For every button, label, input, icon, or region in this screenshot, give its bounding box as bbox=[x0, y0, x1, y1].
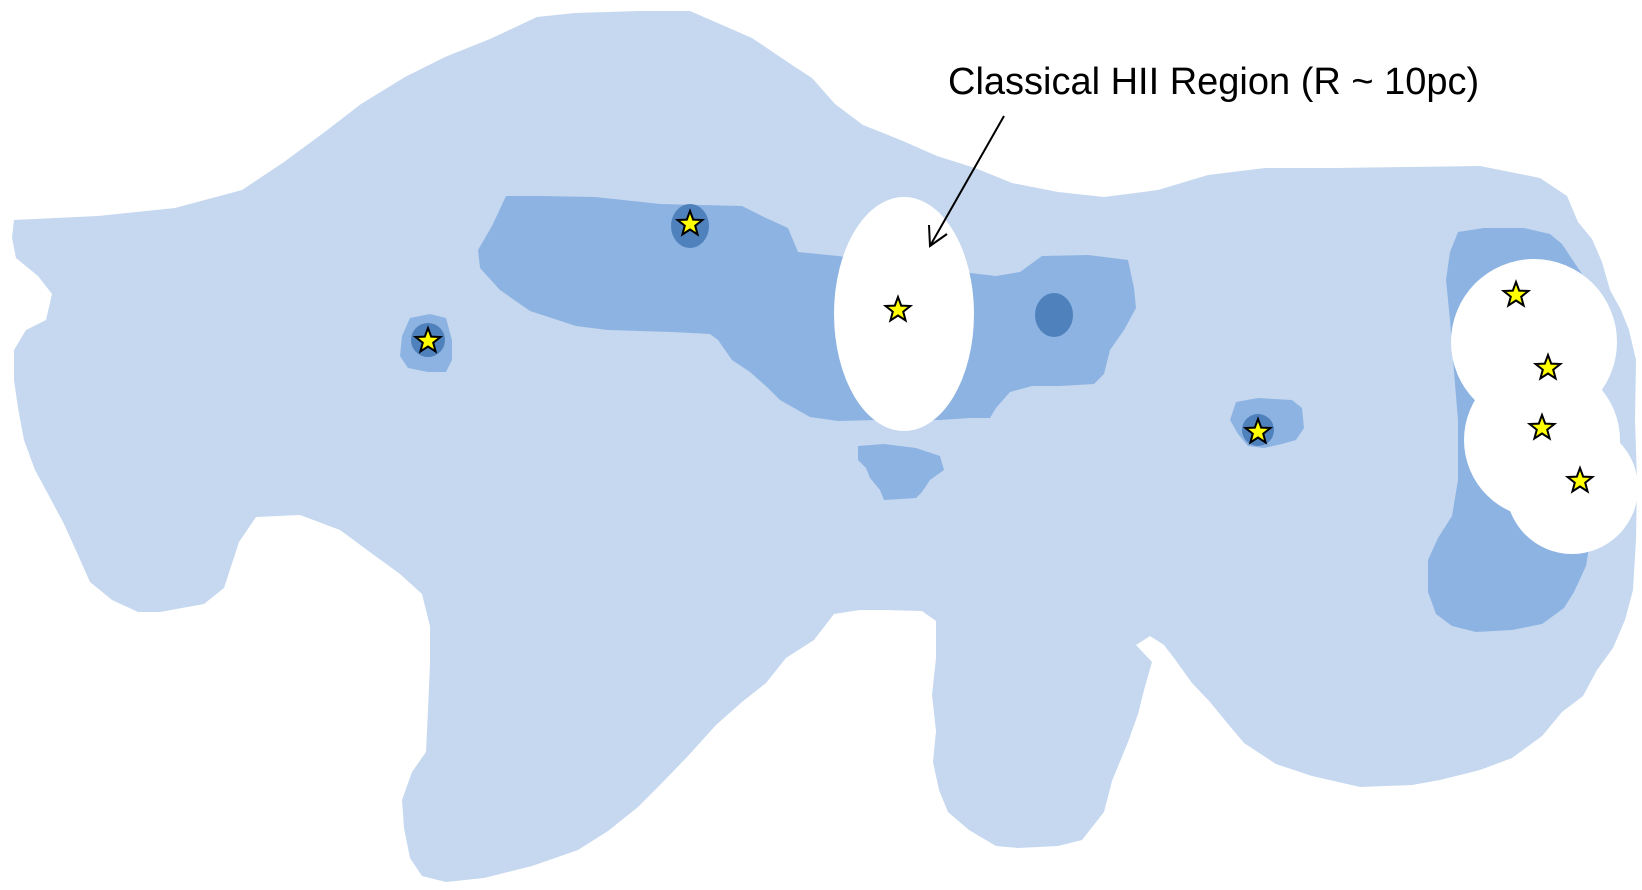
hii-bubble-3 bbox=[1506, 422, 1638, 554]
star-icon bbox=[1532, 352, 1564, 381]
callout-arrow bbox=[928, 115, 1005, 248]
molecular-cloud bbox=[12, 11, 1637, 882]
star-icon bbox=[882, 294, 914, 323]
dense-gas-clump-small bbox=[858, 444, 944, 500]
dense-core-east bbox=[1035, 293, 1073, 337]
stars-layer bbox=[412, 208, 1596, 494]
hii-region-callout-label: Classical HII Region (R ~ 10pc) bbox=[948, 61, 1479, 103]
star-icon bbox=[1564, 465, 1596, 494]
star-icon bbox=[1500, 279, 1532, 308]
star-icon bbox=[1526, 412, 1558, 441]
callout-arrow-shaft bbox=[929, 115, 1005, 247]
dense-gas-filament bbox=[478, 196, 1136, 421]
callout-arrow-head bbox=[928, 224, 948, 248]
star-icon bbox=[1242, 416, 1274, 445]
star-icon bbox=[412, 325, 444, 354]
star-icon bbox=[674, 208, 706, 237]
